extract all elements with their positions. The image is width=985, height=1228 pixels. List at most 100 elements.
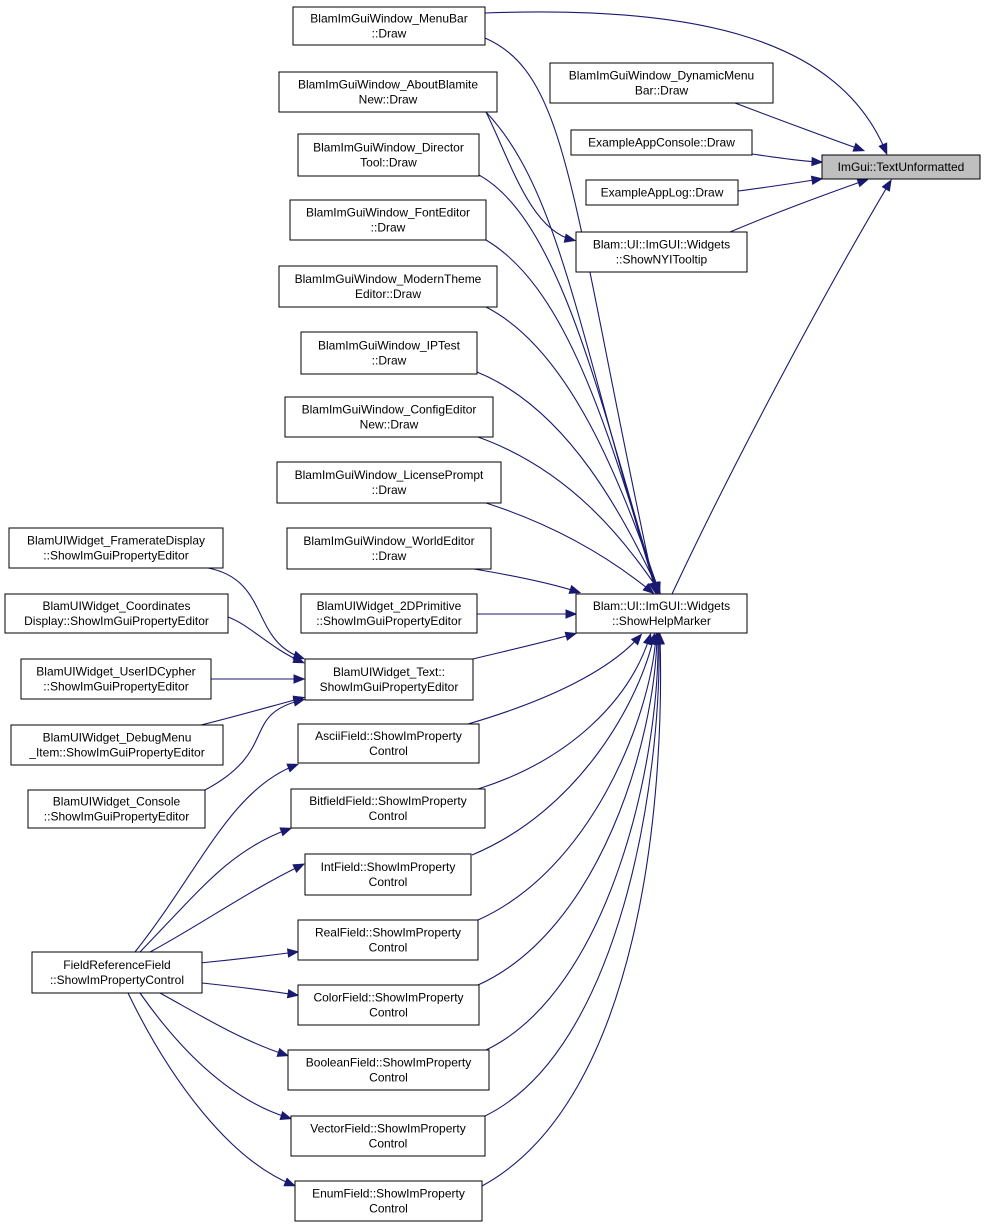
node-coords[interactable]: BlamUIWidget_CoordinatesDisplay::ShowImG… xyxy=(4,593,229,634)
edge-fieldref-to-int xyxy=(149,863,306,953)
node-menubar[interactable]: BlamImGuiWindow_MenuBar::Draw xyxy=(292,6,486,46)
node-box xyxy=(294,1180,483,1222)
edge-line xyxy=(477,436,660,592)
edge-arrowhead xyxy=(292,654,306,664)
node-wconsole[interactable]: BlamUIWidget_Console::ShowImGuiPropertyE… xyxy=(27,789,206,829)
node-box xyxy=(290,1115,486,1157)
node-world[interactable]: BlamImGuiWindow_WorldEditor::Draw xyxy=(286,527,492,570)
node-log[interactable]: ExampleAppLog::Draw xyxy=(585,179,739,206)
node-box xyxy=(20,658,212,700)
node-box xyxy=(300,331,478,375)
node-label-line: BlamUIWidget_DebugMenu xyxy=(43,731,192,745)
edge-arrowhead xyxy=(878,142,888,156)
edge-arrowhead xyxy=(811,156,824,167)
edge-line xyxy=(473,568,579,593)
node-label-line: ShowImGuiPropertyEditor xyxy=(320,680,459,694)
node-fonted[interactable]: BlamImGuiWindow_FontEditor::Draw xyxy=(289,199,487,241)
node-box xyxy=(297,984,480,1026)
node-fieldref[interactable]: FieldReferenceField::ShowImPropertyContr… xyxy=(31,951,203,994)
edge-arrowhead xyxy=(563,233,577,243)
node-bitfield[interactable]: BitfieldField::ShowImPropertyControl xyxy=(290,788,486,829)
edge-line xyxy=(199,951,297,964)
node-box xyxy=(575,231,748,273)
edge-line xyxy=(201,982,297,996)
node-text[interactable]: BlamUIWidget_Text::ShowImGuiPropertyEdit… xyxy=(304,658,474,701)
node-label-line: BlamImGuiWindow_WorldEditor xyxy=(303,534,474,548)
node-box xyxy=(284,396,494,438)
node-console[interactable]: ExampleAppConsole::Draw xyxy=(570,129,753,156)
node-real[interactable]: RealField::ShowImPropertyControl xyxy=(297,919,479,961)
edge-line xyxy=(127,992,294,1186)
node-box xyxy=(297,133,480,177)
node-label-line: Control xyxy=(369,1006,408,1020)
node-label-line: AsciiField::ShowImProperty xyxy=(315,729,462,743)
node-frame[interactable]: BlamUIWidget_FramerateDisplay::ShowImGui… xyxy=(8,527,224,569)
edge-line xyxy=(737,178,821,192)
edge-arrowhead xyxy=(286,988,300,999)
node-label-line: Editor::Draw xyxy=(355,287,421,301)
edge-coords-to-text xyxy=(227,616,306,664)
node-label-line: ::ShowImGuiPropertyEditor xyxy=(43,680,188,694)
edge-fieldref-to-real xyxy=(199,948,300,964)
node-ascii[interactable]: AsciiField::ShowImPropertyControl xyxy=(297,723,480,764)
node-label-line: BlamUIWidget_Coordinates xyxy=(42,599,190,613)
node-license[interactable]: BlamImGuiWindow_LicensePrompt::Draw xyxy=(276,461,502,504)
edge-line xyxy=(485,635,659,1051)
node-box xyxy=(292,6,486,46)
edge-fieldref-to-bitfield xyxy=(139,827,293,953)
node-userid[interactable]: BlamUIWidget_UserIDCypher::ShowImGuiProp… xyxy=(20,658,212,700)
edge-line xyxy=(484,37,656,592)
node-label-line: ::ShowNYITooltip xyxy=(616,253,708,267)
edge-arrowhead xyxy=(810,175,824,186)
edge-line xyxy=(478,174,658,592)
edge-hm-to-tu xyxy=(671,179,892,595)
edge-config-to-hm xyxy=(477,436,661,594)
edge-line xyxy=(200,697,303,726)
node-label-line: Control xyxy=(369,1071,408,1085)
edge-line xyxy=(477,635,651,790)
edge-line xyxy=(472,633,575,660)
node-label-line: BlamImGuiWindow_ConfigEditor xyxy=(302,403,477,417)
edge-arrowhead xyxy=(279,827,293,837)
edge-console-to-tu xyxy=(751,153,824,167)
edge-menubar-to-hm xyxy=(484,37,658,595)
node-int[interactable]: IntField::ShowImPropertyControl xyxy=(304,853,472,896)
node-bool[interactable]: BooleanField::ShowImPropertyControl xyxy=(287,1049,490,1091)
node-box xyxy=(289,199,487,241)
node-label-line: ::Draw xyxy=(372,483,407,497)
node-label-line: Blam::UI::ImGUI::Widgets xyxy=(593,599,730,613)
node-nyi[interactable]: Blam::UI::ImGUI::Widgets::ShowNYITooltip xyxy=(575,231,748,273)
node-color[interactable]: ColorField::ShowImPropertyControl xyxy=(297,984,480,1026)
edge-enum-to-hm xyxy=(481,632,665,1187)
edge-line xyxy=(481,635,662,1187)
edge-arrowhead xyxy=(565,609,578,619)
edge-line xyxy=(671,181,891,595)
edge-arrowhead xyxy=(856,178,870,188)
node-hm[interactable]: Blam::UI::ImGUI::Widgets::ShowHelpMarker xyxy=(575,593,748,634)
edge-line xyxy=(149,864,303,953)
node-enum[interactable]: EnumField::ShowImPropertyControl xyxy=(294,1180,483,1222)
edge-arrowhead xyxy=(286,948,300,958)
node-tu[interactable]: ImGui::TextUnformatted xyxy=(821,154,981,180)
node-label-line: _Item::ShowImGuiPropertyEditor xyxy=(28,746,204,760)
node-prim2d[interactable]: BlamUIWidget_2DPrimitive::ShowImGuiPrope… xyxy=(300,593,478,634)
edge-line xyxy=(484,11,887,153)
node-box xyxy=(297,723,480,764)
edge-arrowhead xyxy=(286,763,300,773)
edge-line xyxy=(227,616,303,663)
edge-world-to-hm xyxy=(473,568,582,594)
edge-line xyxy=(139,992,290,1119)
edge-ascii-to-hm xyxy=(467,633,643,725)
node-label-line: BitfieldField::ShowImProperty xyxy=(309,794,466,808)
edge-arrowhead xyxy=(564,631,578,641)
node-vector[interactable]: VectorField::ShowImPropertyControl xyxy=(290,1115,486,1157)
node-iptest[interactable]: BlamImGuiWindow_IPTest::Draw xyxy=(300,331,478,375)
node-debug[interactable]: BlamUIWidget_DebugMenu_Item::ShowImGuiPr… xyxy=(10,724,224,766)
edge-line xyxy=(134,764,297,953)
edge-line xyxy=(751,153,821,163)
